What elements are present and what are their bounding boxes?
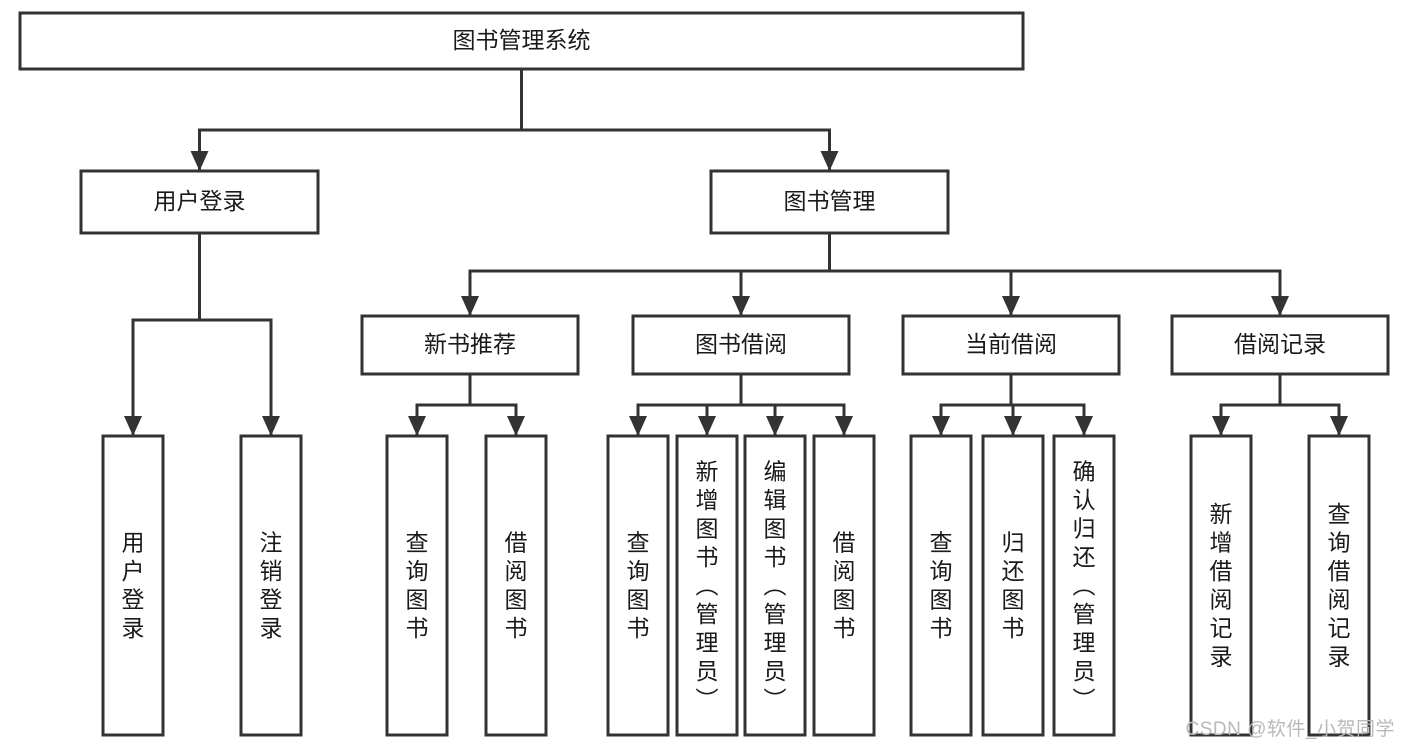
arrow-head-icon (507, 416, 525, 436)
node-box (709, 169, 950, 235)
node-box (812, 434, 876, 737)
node-label: 图书管理系统 (453, 27, 591, 53)
node-box (606, 434, 670, 737)
node-current-borrow[interactable]: 当前借阅 (901, 314, 1121, 376)
node-book-manage[interactable]: 图书管理 (709, 169, 950, 235)
node-box (981, 434, 1045, 737)
nodes-layer: 图书管理系统用户登录图书管理新书推荐图书借阅当前借阅借阅记录用户登录注销登录查询… (18, 11, 1390, 737)
node-box (1307, 434, 1371, 737)
node-box (385, 434, 449, 737)
arrow-head-icon (461, 296, 479, 316)
node-label: 用户登录 (122, 530, 145, 642)
node-leaf-query-book-3[interactable]: 查询图书 (909, 434, 973, 737)
node-label: 新增借阅记录 (1210, 501, 1233, 670)
node-new-book-recommend[interactable]: 新书推荐 (360, 314, 580, 376)
node-box (675, 434, 739, 737)
arrow-head-icon (1004, 416, 1022, 436)
node-label: 图书借阅 (695, 331, 787, 357)
arrow-head-icon (629, 416, 647, 436)
node-box (1052, 434, 1116, 737)
arrow-head-icon (732, 296, 750, 316)
node-leaf-borrow-book-1[interactable]: 借阅图书 (484, 434, 548, 737)
node-box (901, 314, 1121, 376)
node-leaf-query-book-2[interactable]: 查询图书 (606, 434, 670, 737)
node-root[interactable]: 图书管理系统 (18, 11, 1025, 71)
arrow-head-icon (835, 416, 853, 436)
node-label: 借阅图书 (833, 530, 856, 642)
node-box (484, 434, 548, 737)
node-leaf-return-book[interactable]: 归还图书 (981, 434, 1045, 737)
node-label: 注销登录 (260, 530, 283, 642)
node-label: 查询图书 (406, 530, 429, 642)
node-box (79, 169, 320, 235)
node-leaf-confirm-return-admin[interactable]: 确认归还︵管理员︶ (1052, 434, 1116, 737)
edges-layer (124, 67, 1348, 438)
node-box (18, 11, 1025, 71)
node-leaf-add-borrow-record[interactable]: 新增借阅记录 (1189, 434, 1253, 737)
node-label: 借阅记录 (1234, 331, 1326, 357)
arrow-head-icon (190, 151, 209, 171)
node-box (1170, 314, 1390, 376)
node-label: 新书推荐 (424, 331, 516, 357)
node-box (239, 434, 303, 737)
node-user-login[interactable]: 用户登录 (79, 169, 320, 235)
node-box (743, 434, 807, 737)
node-box (360, 314, 580, 376)
node-label: 借阅图书 (505, 530, 528, 642)
node-leaf-add-book-admin[interactable]: 新增图书︵管理员︶ (675, 434, 739, 737)
node-leaf-edit-book-admin[interactable]: 编辑图书︵管理员︶ (743, 434, 807, 737)
node-box (909, 434, 973, 737)
arrow-head-icon (124, 416, 142, 436)
node-box (101, 434, 165, 737)
arrow-head-icon (408, 416, 426, 436)
node-label: 当前借阅 (965, 331, 1057, 357)
node-leaf-user-logout[interactable]: 注销登录 (239, 434, 303, 737)
arrow-head-icon (1330, 416, 1348, 436)
node-borrow-record[interactable]: 借阅记录 (1170, 314, 1390, 376)
arrow-head-icon (698, 416, 716, 436)
node-label: 确认归还︵管理员︶ (1073, 458, 1096, 712)
node-leaf-query-borrow-record[interactable]: 查询借阅记录 (1307, 434, 1371, 737)
node-leaf-user-login[interactable]: 用户登录 (101, 434, 165, 737)
node-label: 查询图书 (627, 530, 650, 642)
node-label: 查询图书 (930, 530, 953, 642)
node-label: 查询借阅记录 (1328, 501, 1351, 670)
arrow-head-icon (932, 416, 950, 436)
arrow-head-icon (1002, 296, 1020, 316)
node-book-borrow[interactable]: 图书借阅 (631, 314, 851, 376)
node-label: 编辑图书︵管理员︶ (764, 458, 787, 712)
node-leaf-query-book-1[interactable]: 查询图书 (385, 434, 449, 737)
node-box (1189, 434, 1253, 737)
node-leaf-borrow-book-2[interactable]: 借阅图书 (812, 434, 876, 737)
node-label: 归还图书 (1002, 530, 1025, 642)
arrow-head-icon (1271, 296, 1289, 316)
node-label: 图书管理 (784, 188, 876, 214)
arrow-head-icon (262, 416, 280, 436)
node-label: 用户登录 (154, 188, 246, 214)
arrow-head-icon (766, 416, 784, 436)
arrow-head-icon (1075, 416, 1093, 436)
node-box (631, 314, 851, 376)
arrow-head-icon (820, 151, 839, 171)
node-label: 新增图书︵管理员︶ (696, 458, 719, 712)
arrow-head-icon (1212, 416, 1230, 436)
